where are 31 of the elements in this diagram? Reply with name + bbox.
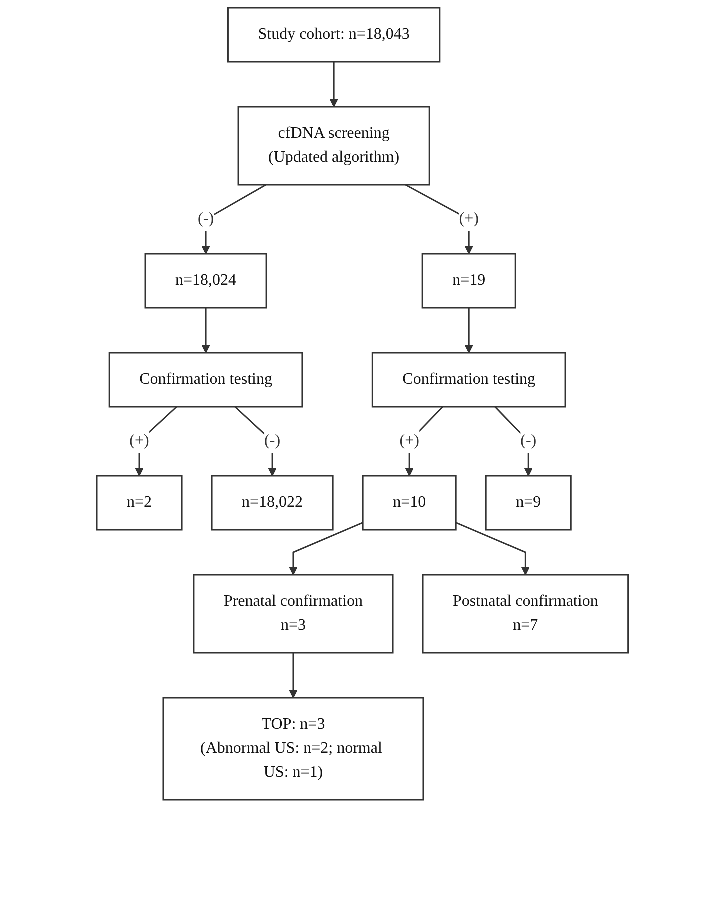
edge-label: (-) [198,210,214,228]
node-box: Confirmation testing [372,352,567,408]
node-box: n=19 [422,253,517,309]
edge-label: (+) [400,432,420,450]
node-box: cfDNA screening (Updated algorithm) [238,106,431,186]
edge-label: (-) [520,432,537,450]
node-box: n=18,024 [145,253,268,309]
node-box: n=10 [362,475,458,531]
node-box: TOP: n=3 (Abnormal US: n=2; normal US: n=1) [163,697,425,801]
arrow [235,406,278,476]
node-box: n=2 [96,475,184,531]
edge-label: (-) [264,432,281,450]
arrow [406,184,474,254]
arrow [135,406,178,476]
node-box: n=18,022 [212,475,334,531]
arrow [289,653,298,698]
node-box: Confirmation testing [109,352,304,408]
arrow [289,522,364,576]
node-box: Prenatal confirmation n=3 [194,574,394,654]
node-box: Postnatal confirmation n=7 [422,574,630,654]
arrow [202,184,267,254]
arrow [406,406,444,476]
node-box: n=9 [486,475,572,531]
edge-label: (+) [460,210,480,228]
arrow [465,308,474,354]
node-box: Study cohort: n=18,043 [228,7,441,63]
arrow [495,406,534,476]
arrow [456,522,530,576]
arrow [202,308,211,354]
edge-label: (+) [130,432,150,450]
arrow [330,62,339,108]
